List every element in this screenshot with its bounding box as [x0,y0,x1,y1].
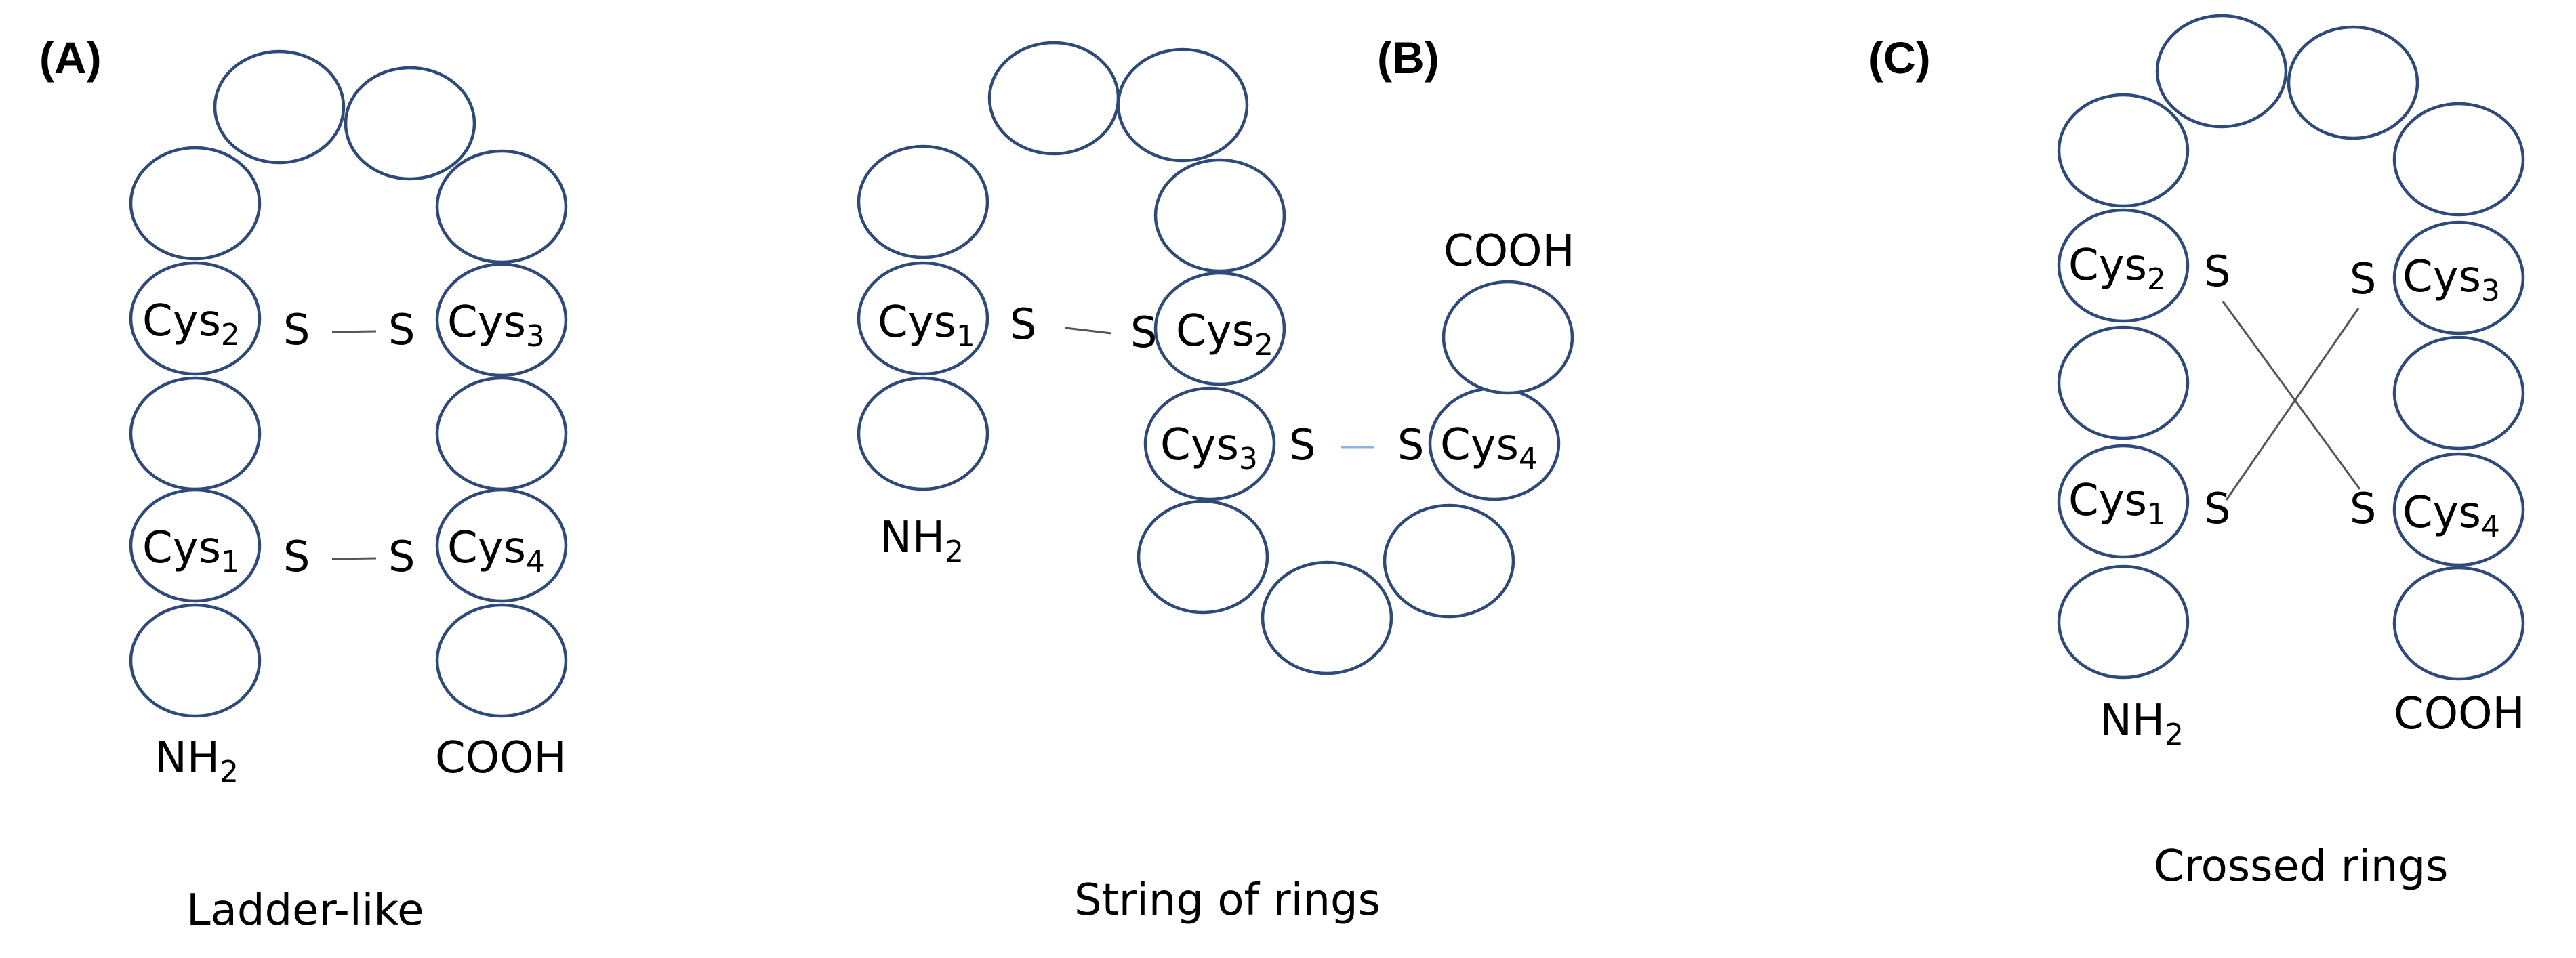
residue-ring [344,66,476,181]
panel-c-label: (C) [1868,33,1931,83]
sulfur-atom: S [2204,484,2230,533]
panel-a-label: (A) [39,33,102,83]
cys-label: Cys3 [447,297,545,354]
residue-ring [129,603,262,718]
residue-ring [129,376,262,491]
cys-label: Cys2 [142,296,240,352]
disulfide-bond [2222,301,2361,490]
cys-ring [2057,208,2190,323]
c-terminus-label: COOH [435,733,567,783]
panel-b-caption: String of rings [1074,875,1381,925]
cys-ring [129,261,262,376]
sulfur-atom: S [1289,420,1315,470]
cys-label: Cys3 [1160,420,1258,476]
sulfur-atom: S [2350,254,2376,304]
residue-ring [1153,158,1286,273]
cys-label: Cys4 [2403,488,2500,544]
disulfide-bond [331,557,377,560]
cys-label: Cys4 [447,523,545,579]
panel-c-caption: Crossed rings [2154,841,2448,892]
disulfide-bond [331,330,377,333]
sulfur-atom: S [388,305,415,354]
c-terminus-label: COOH [2394,689,2525,739]
residue-ring [1116,47,1249,163]
residue-ring [987,41,1120,156]
n-terminus-label: NH2 [880,513,964,569]
c-terminus-label: COOH [1444,226,1575,276]
sulfur-atom: S [2350,484,2376,533]
cys-ring [2392,220,2525,335]
cys-label: Cys1 [142,523,240,579]
residue-ring [435,603,568,718]
residue-ring [1442,280,1574,395]
panel-c: (C) Cys2 Cys3 Cys1 Cys4 S S S S NH2 COOH… [1868,14,2525,892]
sulfur-atom: S [2204,247,2230,296]
residue-ring [435,149,568,264]
residue-ring [2287,25,2419,140]
cys-label: Cys2 [1176,306,1273,362]
cys-ring [1153,271,1286,386]
n-terminus-label: NH2 [2100,696,2184,752]
cys-label: Cys2 [2068,241,2166,297]
residue-ring [1137,499,1269,615]
cys-ring [1143,386,1276,501]
sulfur-atom: S [1010,299,1036,349]
cys-label: Cys1 [2068,476,2166,532]
residue-ring [857,144,989,259]
cys-label: Cys4 [1440,420,1538,476]
panel-b: (B) Cys1 Cys2 Cys3 Cys4 S S S S NH2 COOH… [857,33,1575,925]
sulfur-atom: S [283,305,310,354]
residue-ring [857,376,989,491]
residue-ring [2392,566,2525,681]
n-terminus-label: NH2 [155,733,239,789]
cys-ring [857,261,989,376]
panel-a: (A) Cys2 Cys3 Cys1 Cys4 S S S S NH2 COOH… [39,33,568,936]
cys-label: Cys1 [878,297,975,354]
residue-ring [2392,335,2525,451]
residue-ring [129,146,262,261]
residue-ring [435,376,568,491]
residue-ring [1261,560,1393,675]
cys-ring [2057,444,2190,559]
cys-ring [435,262,568,377]
cys-ring [2392,452,2525,567]
residue-ring [2057,325,2190,440]
sulfur-atom: S [1397,420,1424,470]
sulfur-atom: S [283,532,310,581]
disulfide-bond [1065,327,1112,335]
residue-ring [2057,564,2190,680]
residue-ring [1383,503,1515,619]
cys-ring [129,488,262,603]
residue-ring [213,49,346,165]
panel-b-label: (B) [1377,33,1439,83]
panel-a-caption: Ladder-like [186,886,424,936]
cys-label: Cys3 [2403,252,2500,308]
residue-ring [2057,93,2190,208]
sulfur-atom: S [388,532,415,581]
disulfide-bond [2225,308,2360,501]
cys-ring [435,488,568,603]
residue-ring [2155,14,2288,129]
residue-ring [2392,102,2525,217]
sulfur-atom: S [1130,308,1157,357]
